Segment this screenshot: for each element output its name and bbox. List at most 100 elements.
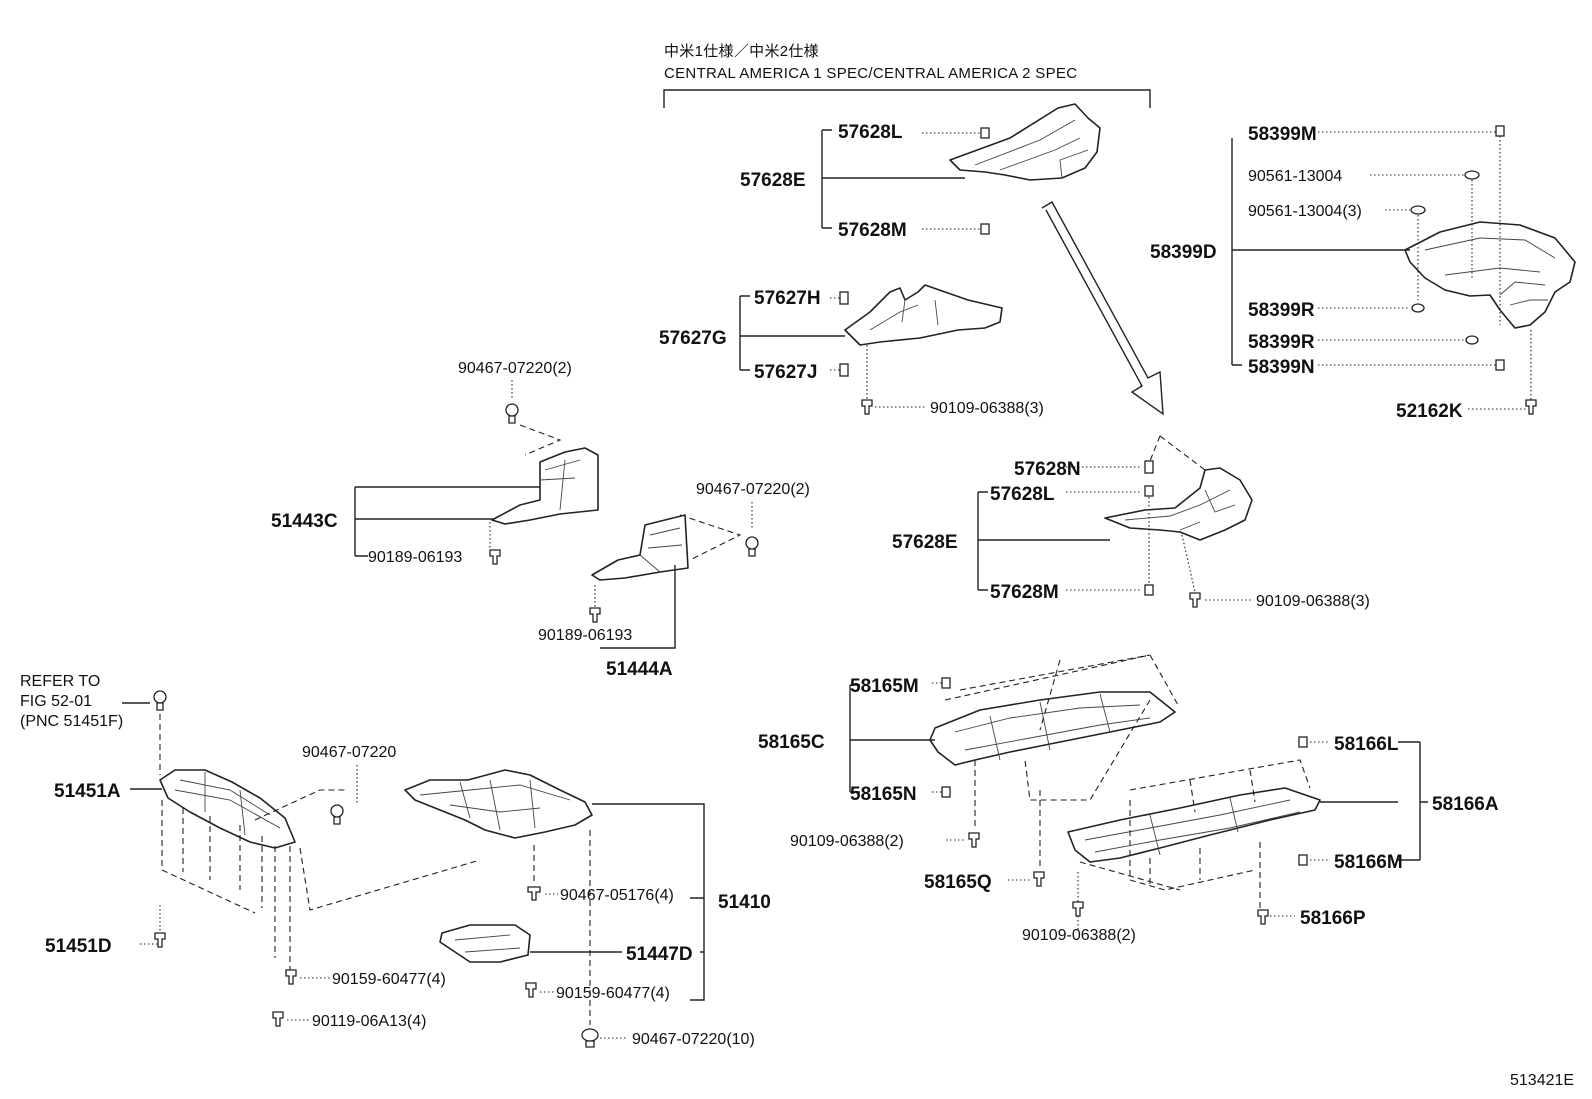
label-51451D: 51451D bbox=[45, 936, 112, 957]
label-57628M: 57628M bbox=[990, 582, 1059, 603]
grommet-icon bbox=[1410, 205, 1426, 215]
label-90119-06A13-4: 90119-06A13(4) bbox=[312, 1013, 426, 1030]
bolt-icon bbox=[154, 932, 166, 948]
bolt-icon bbox=[1072, 901, 1084, 917]
label-57628E: 57628E bbox=[740, 170, 806, 191]
label-90109-06388-2: 90109-06388(2) bbox=[1022, 927, 1136, 944]
label-57627H: 57627H bbox=[754, 288, 821, 309]
clip-icon bbox=[941, 786, 951, 798]
label-57627G: 57627G bbox=[659, 328, 727, 349]
label-58166M: 58166M bbox=[1334, 852, 1403, 873]
spec-header-jp: 中米1仕様／中米2仕様 bbox=[664, 43, 819, 60]
label-58399R: 58399R bbox=[1248, 332, 1315, 353]
clip-icon bbox=[1144, 584, 1154, 596]
label-90467-07220-2: 90467-07220(2) bbox=[458, 360, 572, 377]
label-51444A: 51444A bbox=[606, 659, 673, 680]
label-57628E: 57628E bbox=[892, 532, 958, 553]
label-52162K: 52162K bbox=[1396, 401, 1463, 422]
bolt-icon bbox=[489, 549, 501, 565]
label-57628N: 57628N bbox=[1014, 459, 1081, 480]
label-58165Q: 58165Q bbox=[924, 872, 992, 893]
clip-icon bbox=[1298, 854, 1308, 866]
label-90159-60477-4: 90159-60477(4) bbox=[332, 971, 446, 988]
part-57628E-lower bbox=[1104, 467, 1253, 541]
part-51451A bbox=[159, 769, 296, 849]
label-58166P: 58166P bbox=[1300, 908, 1366, 929]
label-58166L: 58166L bbox=[1334, 734, 1399, 755]
label-57628L: 57628L bbox=[990, 484, 1055, 505]
clip-icon bbox=[1144, 485, 1154, 497]
part-58165C bbox=[929, 691, 1176, 766]
bolt-icon bbox=[1257, 909, 1269, 925]
bolt-icon bbox=[1525, 399, 1537, 415]
label-58165N: 58165N bbox=[850, 784, 917, 805]
bolt-icon bbox=[272, 1011, 284, 1027]
spec-header-en: CENTRAL AMERICA 1 SPEC/CENTRAL AMERICA 2… bbox=[664, 65, 1077, 82]
label-58399D: 58399D bbox=[1150, 242, 1217, 263]
grommet-icon bbox=[1464, 170, 1480, 180]
label-58399M: 58399M bbox=[1248, 124, 1317, 145]
bolt-icon bbox=[968, 832, 980, 848]
part-58166A bbox=[1067, 787, 1321, 863]
clip-icon bbox=[980, 127, 990, 139]
clip-icon bbox=[745, 536, 759, 557]
label-90109-06388-2: 90109-06388(2) bbox=[790, 833, 904, 850]
part-57627G bbox=[844, 284, 1003, 346]
bolt-icon bbox=[589, 607, 601, 623]
clip-icon bbox=[1495, 359, 1505, 371]
label-90109-06388-3: 90109-06388(3) bbox=[930, 400, 1044, 417]
label-57628M: 57628M bbox=[838, 220, 907, 241]
label-51443C: 51443C bbox=[271, 511, 338, 532]
clip-icon bbox=[839, 291, 849, 305]
clip-icon bbox=[330, 804, 344, 825]
figure-code: 513421E bbox=[1510, 1072, 1574, 1089]
label-57627J: 57627J bbox=[754, 362, 817, 383]
label-90189-06193: 90189-06193 bbox=[368, 549, 462, 566]
part-57628E-upper bbox=[949, 103, 1101, 181]
label-58165C: 58165C bbox=[758, 732, 825, 753]
label-58165M: 58165M bbox=[850, 676, 919, 697]
label-51447D: 51447D bbox=[626, 944, 693, 965]
label-58399R: 58399R bbox=[1248, 300, 1315, 321]
spec-bracket bbox=[663, 89, 1151, 108]
clip-icon bbox=[153, 690, 167, 711]
grommet-icon bbox=[1465, 335, 1479, 345]
label-90467-07220: 90467-07220 bbox=[302, 744, 396, 761]
label-90109-06388-3: 90109-06388(3) bbox=[1256, 593, 1370, 610]
clip-icon bbox=[581, 1028, 599, 1048]
clip-icon bbox=[1144, 460, 1154, 474]
bolt-icon bbox=[1189, 592, 1201, 608]
label-58166A: 58166A bbox=[1432, 794, 1499, 815]
grommet-icon bbox=[1411, 303, 1425, 313]
label-90467-07220-2: 90467-07220(2) bbox=[696, 481, 810, 498]
clip-icon bbox=[505, 403, 519, 424]
part-51410 bbox=[404, 769, 593, 839]
bolt-icon bbox=[1033, 871, 1045, 887]
refer-note-line3: (PNC 51451F) bbox=[20, 713, 123, 730]
label-90561-13004-3: 90561-13004(3) bbox=[1248, 203, 1362, 220]
arrow-icon bbox=[1041, 201, 1164, 416]
label-90189-06193: 90189-06193 bbox=[538, 627, 632, 644]
clip-icon bbox=[1495, 125, 1505, 137]
bolt-icon bbox=[861, 399, 873, 415]
bolt-icon bbox=[525, 982, 537, 998]
part-51444A bbox=[591, 514, 689, 581]
clip-icon bbox=[941, 677, 951, 689]
part-58399D bbox=[1404, 221, 1576, 329]
clip-icon bbox=[980, 223, 990, 235]
clip-icon bbox=[527, 886, 541, 901]
part-51443C bbox=[491, 447, 599, 525]
label-90467-07220-10: 90467-07220(10) bbox=[632, 1031, 755, 1048]
part-51447D bbox=[439, 924, 531, 963]
clip-icon bbox=[839, 363, 849, 377]
label-57628L: 57628L bbox=[838, 122, 903, 143]
label-58399N: 58399N bbox=[1248, 357, 1315, 378]
refer-note-line2: FIG 52-01 bbox=[20, 693, 92, 710]
spec-header: 中米1仕様／中米2仕様 CENTRAL AMERICA 1 SPEC/CENTR… bbox=[663, 43, 1151, 108]
label-90159-60477-4: 90159-60477(4) bbox=[556, 985, 670, 1002]
clip-icon bbox=[1298, 736, 1308, 748]
label-51451A: 51451A bbox=[54, 781, 121, 802]
label-51410: 51410 bbox=[718, 892, 771, 913]
label-90561-13004: 90561-13004 bbox=[1248, 168, 1342, 185]
